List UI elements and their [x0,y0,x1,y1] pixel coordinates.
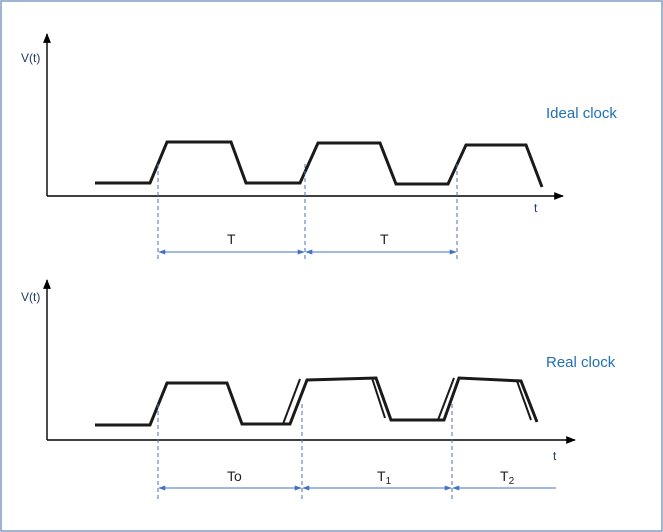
real-period-sub-3: 2 [509,476,515,487]
real-jitter-edge-2 [371,377,386,419]
real-clock-title: Real clock [546,354,616,371]
ideal-clock-panel: V(t) t Ideal clock T T [21,33,617,262]
real-jitter-edge-3 [437,377,455,421]
real-clock-panel: V(t) t Real clock To T1 T2 [21,279,616,500]
ideal-period-label-1: T [227,231,236,247]
real-jitter-edge-1 [282,378,301,425]
real-x-label: t [553,449,557,463]
real-clock-waveform [95,376,539,427]
real-period-main-1: T [227,468,236,484]
ideal-x-label: t [534,201,538,215]
real-y-label: V(t) [21,290,40,304]
real-period-sub-2: 1 [386,476,392,487]
ideal-y-label: V(t) [21,51,40,65]
real-period-main-2: T [377,468,386,484]
real-period-label-2: T1 [377,468,392,487]
ideal-clock-waveform [95,140,544,188]
ideal-clock-title: Ideal clock [546,105,617,122]
real-period-main-3: T [500,468,509,484]
real-period-label-1: To [227,468,242,484]
real-period-label-3: T2 [500,468,515,487]
real-period-sub-1: o [234,468,242,484]
ideal-period-label-2: T [380,231,389,247]
real-jitter-edge-4 [516,380,532,421]
